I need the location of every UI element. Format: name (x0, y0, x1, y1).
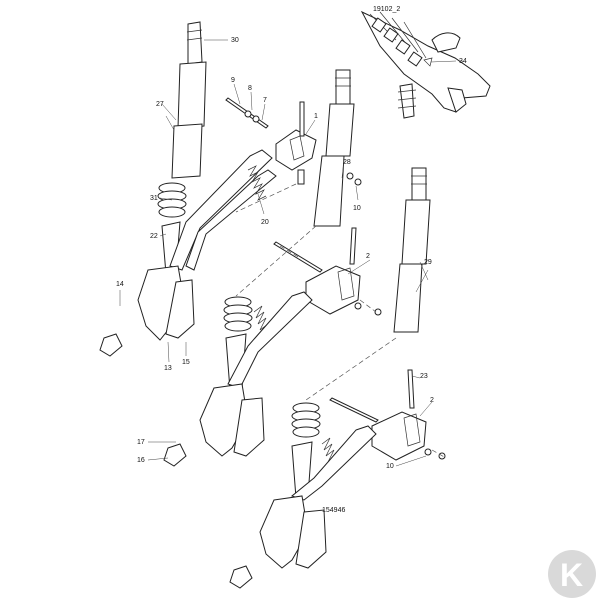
callout-labels: 30 27 9 8 7 1 28 31 20 10 22 29 2 14 13 … (116, 37, 434, 514)
callout-2-lower: 2 (430, 397, 434, 404)
bracket-assembly-lower (329, 369, 446, 461)
callout-10-upper: 10 (353, 205, 361, 212)
callout-1: 1 (314, 113, 318, 120)
bracket-assembly-upper (225, 97, 317, 185)
callout-23: 23 (420, 373, 428, 380)
spring-upper (247, 165, 267, 201)
callout-22: 22 (150, 233, 158, 240)
callout-27: 27 (156, 101, 164, 108)
callout-7: 7 (263, 97, 267, 104)
callout-30: 30 (231, 37, 239, 44)
callout-31: 31 (150, 195, 158, 202)
inset-detail: 19102_2 34 (360, 6, 491, 119)
callout-14: 14 (116, 281, 124, 288)
watermark-logo: K (548, 550, 596, 598)
callout-29: 29 (424, 259, 432, 266)
callout-9: 9 (231, 77, 235, 84)
figure-reference-label: 154946 (322, 507, 345, 514)
watermark-letter: K (560, 557, 583, 593)
callout-16: 16 (137, 457, 145, 464)
inset-reference-label: 19102_2 (373, 6, 400, 13)
callout-17: 17 (137, 439, 145, 446)
lift-arm-lower (229, 402, 377, 589)
callout-28: 28 (343, 159, 351, 166)
cylinder-assembly-right (393, 167, 431, 333)
callout-13: 13 (164, 365, 172, 372)
callout-8: 8 (248, 85, 252, 92)
cylinder-assembly-middle (313, 69, 362, 227)
lift-arm-middle (163, 291, 313, 467)
callout-20: 20 (261, 219, 269, 226)
bracket-assembly-middle (273, 227, 382, 316)
alignment-lines (235, 183, 447, 459)
callout-10-lower: 10 (386, 463, 394, 470)
callout-34: 34 (459, 58, 467, 65)
callout-15: 15 (182, 359, 190, 366)
leader-lines (119, 39, 433, 467)
lift-arm-left (99, 149, 277, 357)
callout-2-middle: 2 (366, 253, 370, 260)
